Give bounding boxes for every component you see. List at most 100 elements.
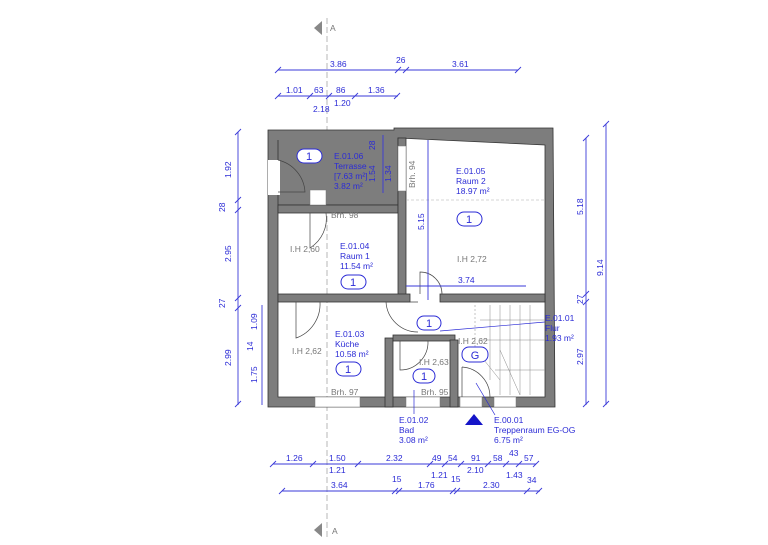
svg-text:3.82 m²: 3.82 m² xyxy=(334,181,363,191)
svg-text:26: 26 xyxy=(396,55,406,65)
walls xyxy=(267,127,556,408)
svg-text:1.92: 1.92 xyxy=(223,161,233,178)
svg-text:27: 27 xyxy=(217,298,227,308)
svg-text:1.09: 1.09 xyxy=(249,313,259,330)
svg-text:Küche: Küche xyxy=(335,339,359,349)
svg-text:15: 15 xyxy=(392,474,402,484)
doors xyxy=(277,159,491,398)
svg-text:2.30: 2.30 xyxy=(483,480,500,490)
svg-text:I.H 2,60: I.H 2,60 xyxy=(290,244,320,254)
svg-text:Terrasse: Terrasse xyxy=(334,161,367,171)
svg-text:1.36: 1.36 xyxy=(368,85,385,95)
svg-text:Brh. 98: Brh. 98 xyxy=(331,210,359,220)
svg-text:E.01.04: E.01.04 xyxy=(340,241,370,251)
svg-text:E.01.01: E.01.01 xyxy=(545,313,575,323)
svg-text:86: 86 xyxy=(336,85,346,95)
svg-text:49: 49 xyxy=(432,453,442,463)
svg-text:1.21: 1.21 xyxy=(329,465,346,475)
room-terrasse[interactable]: 1 E.01.06 Terrasse [7.63 m²] 3.82 m² Brh… xyxy=(296,148,368,220)
svg-text:1.21: 1.21 xyxy=(431,470,448,480)
svg-text:1.34: 1.34 xyxy=(383,165,393,182)
svg-text:1: 1 xyxy=(350,277,356,289)
svg-text:28: 28 xyxy=(217,202,227,212)
svg-text:1.43: 1.43 xyxy=(506,470,523,480)
room-kueche[interactable]: I.H 2,62 E.01.03 Küche 10.58 m² 1 Brh. 9… xyxy=(292,329,369,397)
svg-text:54: 54 xyxy=(448,453,458,463)
room-flur[interactable]: 1 E.01.01 Flur 1.93 m² xyxy=(416,313,575,343)
svg-text:Treppenraum EG-OG: Treppenraum EG-OG xyxy=(494,425,575,435)
svg-text:2.97: 2.97 xyxy=(575,348,585,365)
svg-text:3.08 m²: 3.08 m² xyxy=(399,435,428,445)
svg-text:18.97 m²: 18.97 m² xyxy=(456,186,490,196)
sill-height: Brh. 94 xyxy=(407,160,417,188)
staircase xyxy=(474,305,545,396)
svg-text:I.H 2,72: I.H 2,72 xyxy=(457,254,487,264)
svg-text:1.50: 1.50 xyxy=(329,453,346,463)
svg-text:E.01.05: E.01.05 xyxy=(456,166,486,176)
svg-text:Raum 2: Raum 2 xyxy=(456,176,486,186)
left-dimension-chain: 1.92 28 2.95 27 2.99 1.09 14 1.75 xyxy=(217,128,263,408)
svg-text:1: 1 xyxy=(466,214,472,226)
room-treppenraum[interactable]: I.H 2,62 G E.00.01 Treppenraum EG-OG 6.7… xyxy=(458,336,575,445)
svg-text:Bad: Bad xyxy=(399,425,414,435)
svg-text:G: G xyxy=(471,350,480,362)
section-label-bottom: A xyxy=(332,526,338,536)
svg-text:2.32: 2.32 xyxy=(386,453,403,463)
svg-text:3.86: 3.86 xyxy=(330,59,347,69)
svg-text:I.H 2,62: I.H 2,62 xyxy=(458,336,488,346)
svg-text:1: 1 xyxy=(345,364,351,376)
svg-text:9.14: 9.14 xyxy=(595,259,605,276)
svg-text:63: 63 xyxy=(314,85,324,95)
svg-text:1.76: 1.76 xyxy=(418,480,435,490)
room-raum-2[interactable]: E.01.05 Raum 2 18.97 m² 1 I.H 2,72 xyxy=(456,166,490,264)
interior-dimensions: 28 1.54 1.34 5.15 3.74 xyxy=(367,135,526,300)
svg-text:28: 28 xyxy=(367,140,377,150)
svg-text:1.54: 1.54 xyxy=(367,165,377,182)
svg-text:E.01.02: E.01.02 xyxy=(399,415,429,425)
svg-text:[7.63 m²]: [7.63 m²] xyxy=(334,171,368,181)
svg-text:2.18: 2.18 xyxy=(313,104,330,114)
svg-text:1.01: 1.01 xyxy=(286,85,303,95)
svg-text:91: 91 xyxy=(471,453,481,463)
svg-text:58: 58 xyxy=(493,453,503,463)
svg-text:I.H 2,62: I.H 2,62 xyxy=(292,346,322,356)
svg-text:Brh. 97: Brh. 97 xyxy=(331,387,359,397)
svg-text:I.H 2,63: I.H 2,63 xyxy=(419,357,449,367)
svg-text:1.26: 1.26 xyxy=(286,453,303,463)
right-dimension-chain: 5.18 27 2.97 9.14 xyxy=(575,120,610,408)
svg-text:Brh. 95: Brh. 95 xyxy=(421,387,449,397)
section-marker-bottom-icon[interactable] xyxy=(314,523,322,537)
entrance-marker-icon xyxy=(465,414,483,425)
section-marker-top-icon[interactable] xyxy=(314,21,322,35)
svg-text:57: 57 xyxy=(524,453,534,463)
svg-text:E.00.01: E.00.01 xyxy=(494,415,524,425)
svg-text:E.01.06: E.01.06 xyxy=(334,151,364,161)
svg-text:3.74: 3.74 xyxy=(458,275,475,285)
svg-text:6.75 m²: 6.75 m² xyxy=(494,435,523,445)
svg-text:2.99: 2.99 xyxy=(223,349,233,366)
svg-text:43: 43 xyxy=(509,448,519,458)
svg-text:14: 14 xyxy=(245,341,255,351)
svg-text:5.15: 5.15 xyxy=(416,213,426,230)
svg-text:10.58 m²: 10.58 m² xyxy=(335,349,369,359)
svg-text:Flur: Flur xyxy=(545,323,560,333)
svg-text:1: 1 xyxy=(426,318,432,330)
room-raum-1[interactable]: I.H 2,60 E.01.04 Raum 1 11.54 m² 1 xyxy=(290,241,373,290)
svg-text:E.01.03: E.01.03 xyxy=(335,329,365,339)
svg-text:1.75: 1.75 xyxy=(249,366,259,383)
svg-text:11.54 m²: 11.54 m² xyxy=(340,261,373,271)
svg-text:Raum 1: Raum 1 xyxy=(340,251,370,261)
svg-text:1: 1 xyxy=(306,151,312,163)
svg-text:1.93 m²: 1.93 m² xyxy=(545,333,574,343)
svg-text:2.95: 2.95 xyxy=(223,245,233,262)
svg-text:5.18: 5.18 xyxy=(575,198,585,215)
bottom-dimension-chain: 1.26 1.50 2.32 49 54 91 58 43 57 1.21 1.… xyxy=(269,448,543,495)
room-bad[interactable]: I.H 2,63 1 Brh. 95 E.01.02 Bad 3.08 m² xyxy=(399,357,449,445)
svg-text:34: 34 xyxy=(527,475,537,485)
svg-text:2.10: 2.10 xyxy=(467,465,484,475)
top-dimension-chain: 3.86 26 3.61 1.01 63 86 1.36 2.18 1.20 xyxy=(274,55,522,114)
svg-text:1: 1 xyxy=(421,371,427,383)
svg-text:3.64: 3.64 xyxy=(331,480,348,490)
svg-text:3.61: 3.61 xyxy=(452,59,469,69)
